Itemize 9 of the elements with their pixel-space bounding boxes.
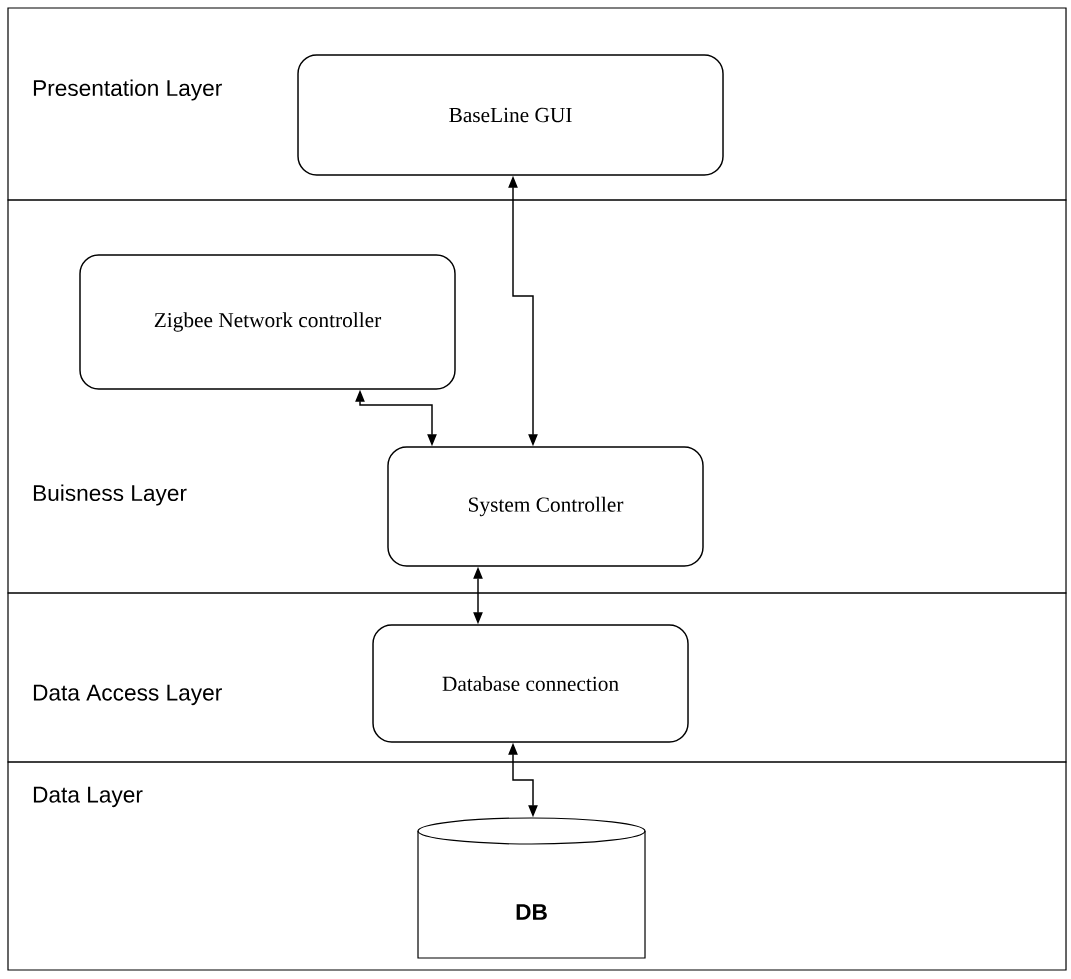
layer-label: Buisness Layer bbox=[33, 484, 187, 506]
database-cylinder: DB bbox=[417, 817, 646, 959]
layer-label: Data Access Layer bbox=[33, 684, 222, 706]
component-box: System Controller bbox=[387, 446, 704, 567]
layer-label: Presentation Layer bbox=[33, 79, 222, 101]
component-box: Zigbee Network controller bbox=[79, 254, 456, 390]
layer-label: Data Layer bbox=[33, 786, 143, 808]
component-box: BaseLine GUI bbox=[297, 54, 724, 176]
component-box: Database connection bbox=[372, 624, 689, 743]
